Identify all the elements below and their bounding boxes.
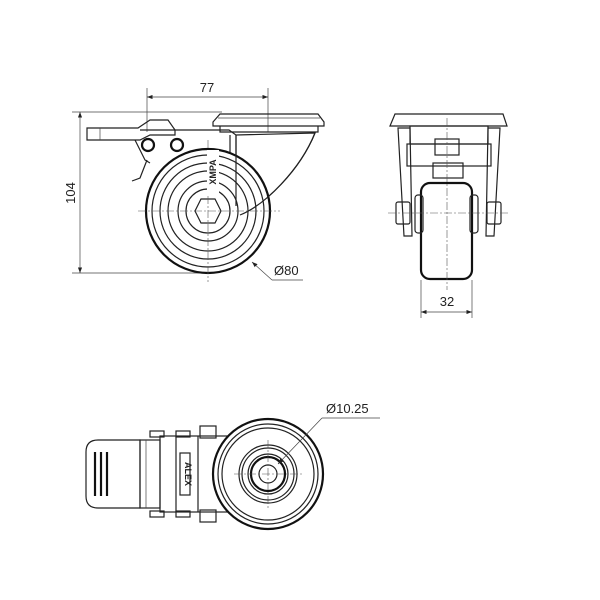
brake-pivot-2 xyxy=(169,137,185,153)
front-view: 32 xyxy=(388,113,508,318)
body-brand-mark: ALEX xyxy=(183,462,193,486)
dimension-diameter-10-25: Ø10.25 xyxy=(277,401,380,465)
brake-lever xyxy=(86,119,176,141)
wheel-front xyxy=(419,181,474,281)
fork-brand-mark: XMPA xyxy=(208,159,218,185)
wheel-side xyxy=(138,132,316,282)
mounting-plate-front xyxy=(389,113,508,127)
dimension-32: 32 xyxy=(420,280,473,318)
mounting-plate xyxy=(212,113,325,127)
dimension-77: 77 xyxy=(146,80,269,132)
dimension-104: 104 xyxy=(63,111,222,274)
dim-32-label: 32 xyxy=(440,294,454,309)
fork-brand-mark-backing xyxy=(207,150,219,194)
brake-pivot-1 xyxy=(140,137,156,153)
side-view: 77 104 XMPA xyxy=(63,80,325,282)
dim-77-label: 77 xyxy=(200,80,214,95)
brake-pedal-top xyxy=(85,439,141,509)
dim-104-label: 104 xyxy=(63,182,78,204)
dimension-diameter-80: Ø80 xyxy=(251,261,303,281)
wheel-top xyxy=(211,417,325,531)
top-view: ALEX Ø10.25 xyxy=(85,401,380,531)
dim-10-25-label: Ø10.25 xyxy=(326,401,369,416)
dim-80-label: Ø80 xyxy=(274,263,299,278)
